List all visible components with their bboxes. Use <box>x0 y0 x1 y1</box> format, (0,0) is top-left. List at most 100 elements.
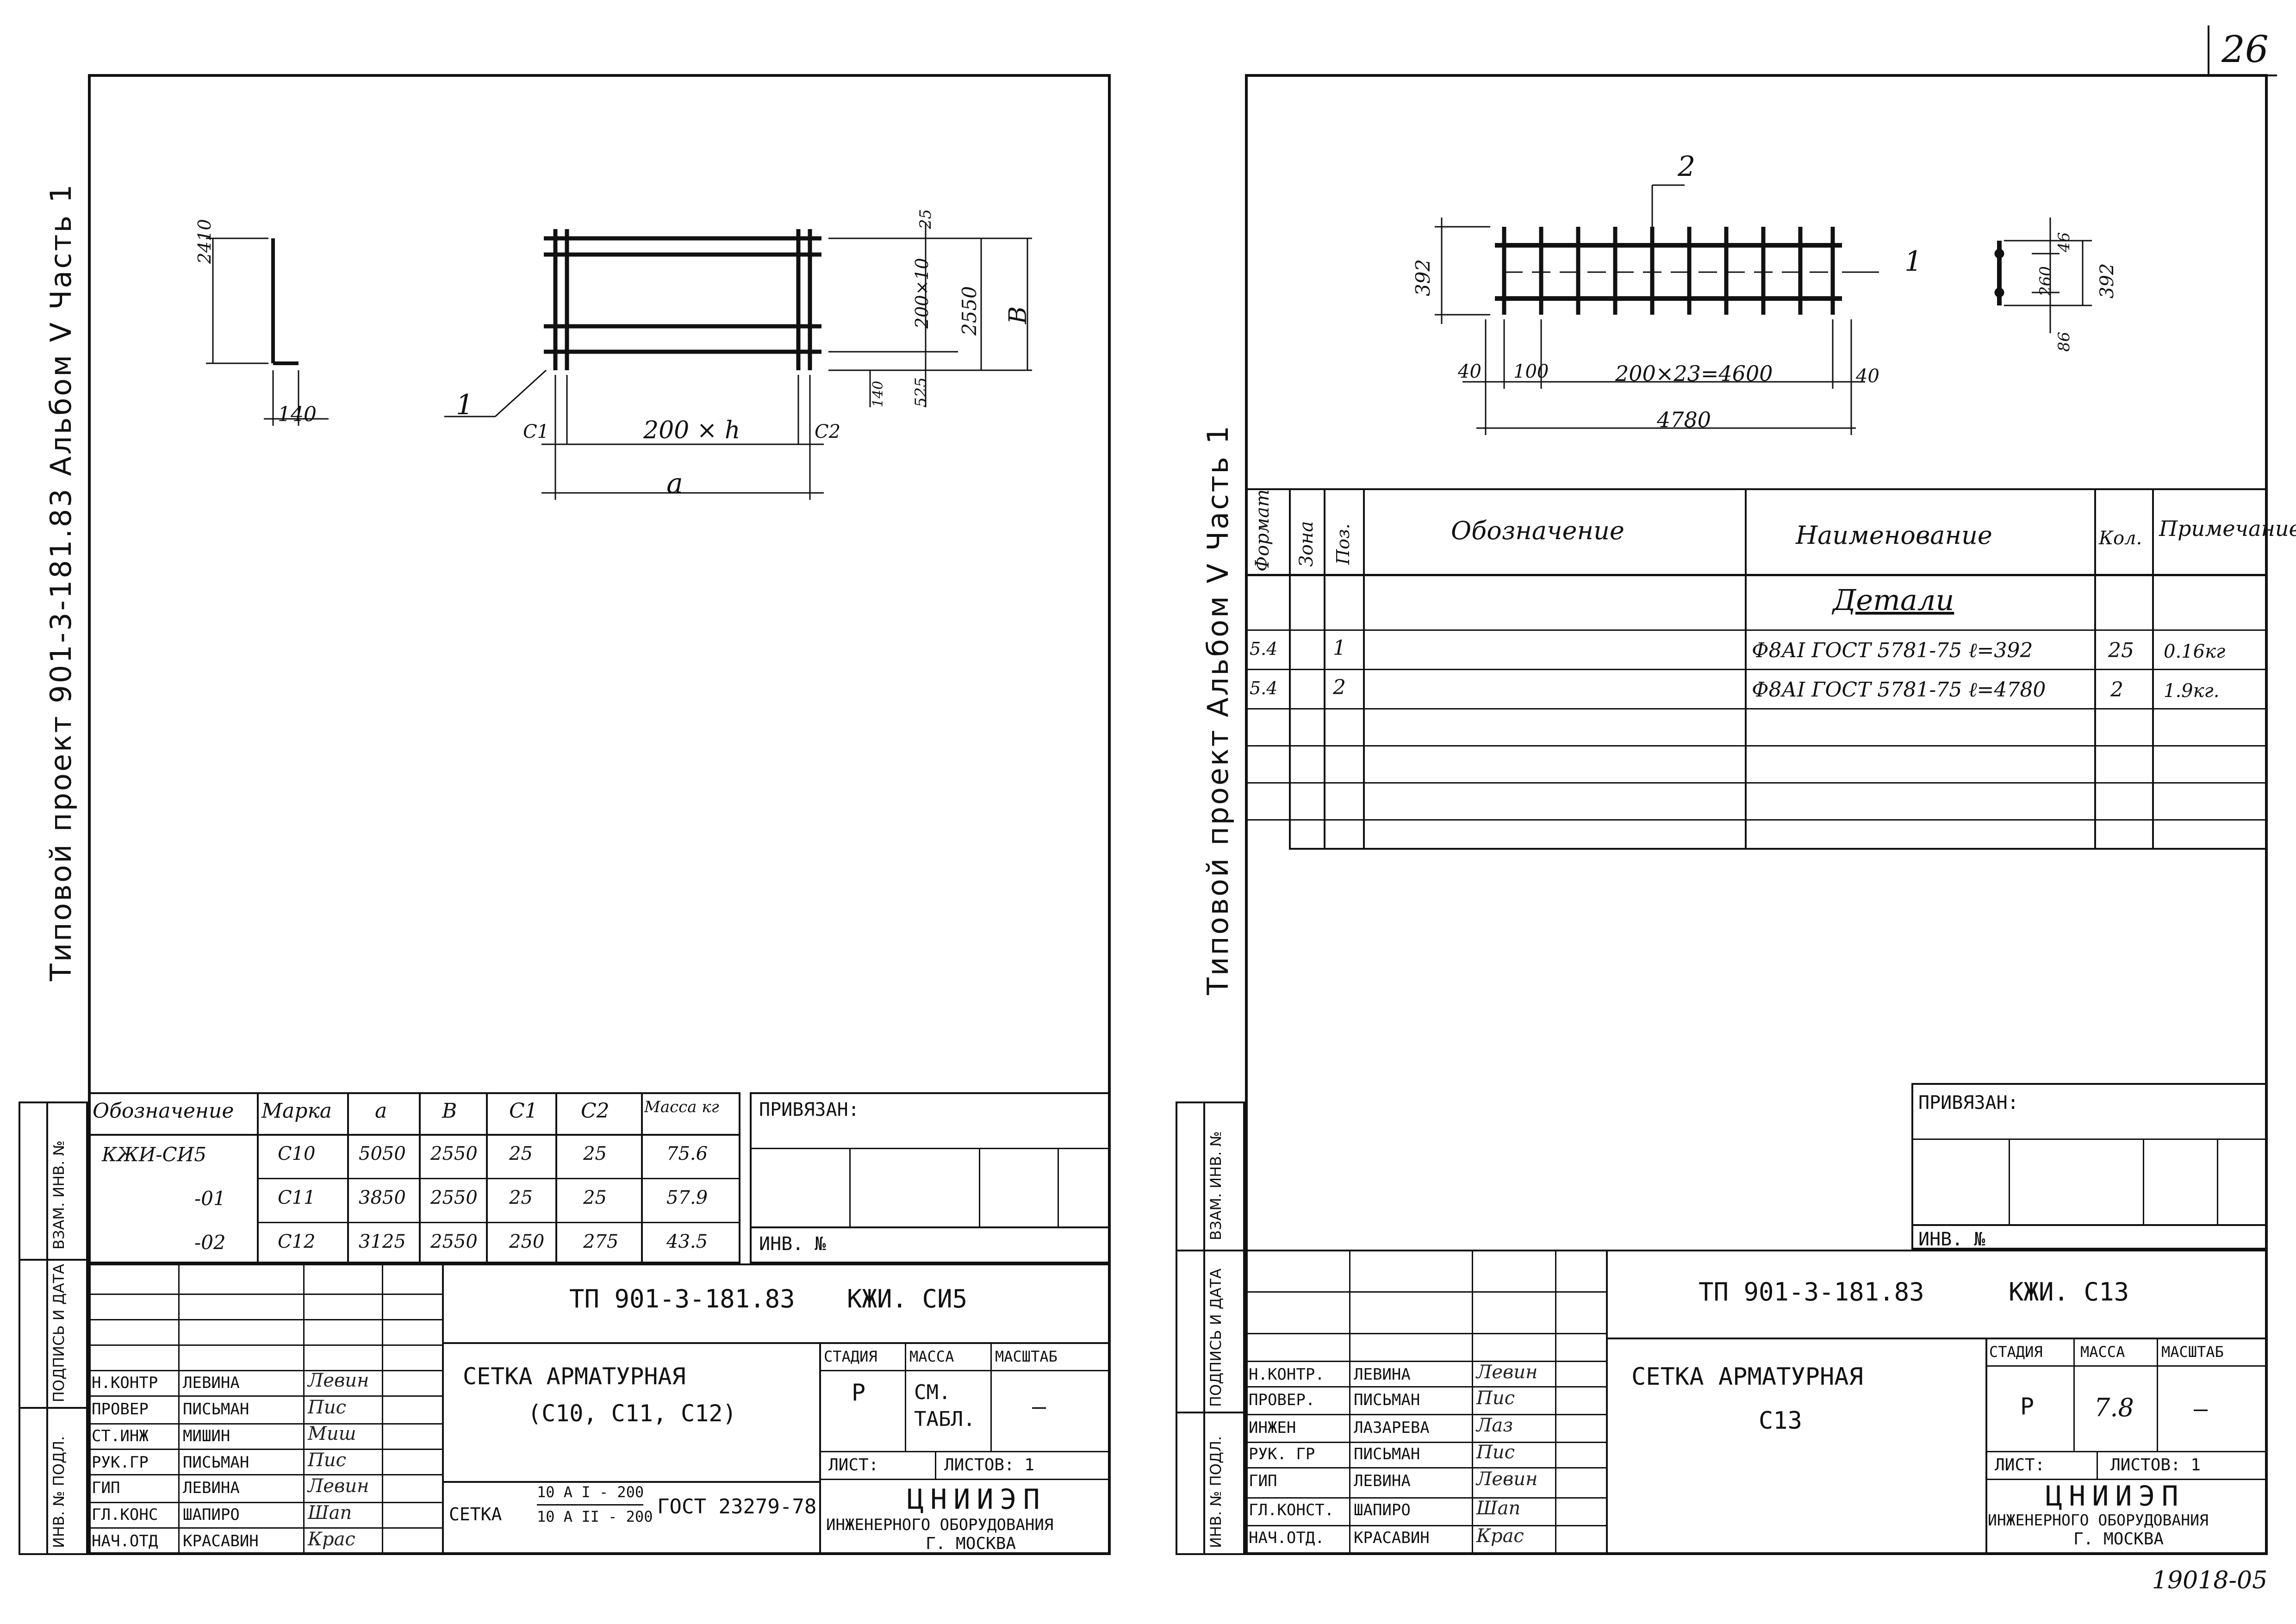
right-person-role: ПРОВЕР. <box>1249 1391 1315 1409</box>
left-dim-200x10: 200×10 <box>912 258 932 329</box>
right-org1: ЦНИИЭП <box>2046 1480 2185 1512</box>
right-privyazan-label: ПРИВЯЗАН: <box>1918 1092 2019 1114</box>
left-margin-inv: ИНВ. № ПОДЛ. <box>50 1436 68 1548</box>
left-privyazan-label: ПРИВЯЗАН: <box>759 1099 859 1120</box>
left-dim-2550: 2550 <box>958 286 981 336</box>
left-table-cell: C10 <box>278 1143 316 1164</box>
left-person-role: ПРОВЕР <box>92 1400 149 1419</box>
left-person-sign: Левин <box>308 1475 369 1497</box>
left-gost: ГОСТ 23279-78 <box>657 1495 817 1518</box>
left-dim-b: B <box>1004 306 1032 324</box>
left-table-cell: КЖИ-СИ5 <box>102 1143 206 1166</box>
right-spec-header-zone: Зона <box>1296 521 1317 567</box>
right-person-name: ПИСЬМАН <box>1354 1445 1420 1463</box>
left-dim-140: 140 <box>278 403 317 426</box>
left-setka-fraction-line <box>537 1504 643 1506</box>
left-sheets-label: ЛИСТОВ: 1 <box>944 1456 1035 1475</box>
left-person-name: ПИСЬМАН <box>183 1453 249 1472</box>
left-table-cell: 3850 <box>359 1187 406 1208</box>
left-table-cell: 75.6 <box>666 1143 708 1164</box>
right-person-role: ГЛ.КОНСТ. <box>1249 1501 1334 1519</box>
right-pos-1: 1 <box>1904 245 1923 278</box>
left-scale: — <box>1032 1393 1046 1420</box>
right-person-name: КРАСАВИН <box>1354 1529 1430 1547</box>
right-spec-section: Детали <box>1833 583 1954 617</box>
left-setka-top: 10 А I - 200 <box>537 1483 644 1501</box>
right-margin-podpis: ПОДПИСЬ И ДАТА <box>1207 1268 1225 1407</box>
right-dim-4780: 4780 <box>1657 407 1711 432</box>
left-table-cell: 25 <box>509 1187 533 1208</box>
left-person-sign: Миш <box>308 1423 356 1444</box>
right-scale: — <box>2194 1395 2208 1422</box>
right-dim-100: 100 <box>1513 361 1549 382</box>
right-person-name: ЛЕВИНА <box>1354 1365 1411 1384</box>
left-stage-header: СТАДИЯ <box>824 1348 877 1365</box>
right-drawing <box>1435 184 2092 435</box>
left-title-line1: СЕТКА АРМАТУРНАЯ <box>463 1363 686 1390</box>
right-vertical-title: Типовой проект Альбом V Часть 1 <box>1201 423 1235 995</box>
right-dim-392: 392 <box>1412 259 1434 296</box>
left-table-cell: -02 <box>194 1231 226 1254</box>
left-person-name: МИШИН <box>183 1427 230 1445</box>
left-org1: ЦНИИЭП <box>907 1483 1046 1516</box>
left-table-header-1: Марка <box>261 1099 332 1123</box>
left-inv-label: ИНВ. № <box>759 1233 826 1255</box>
right-spec-header-name: Наименование <box>1796 521 1992 550</box>
right-person-sign: Пис <box>1476 1388 1515 1409</box>
left-person-role: РУК.ГР <box>92 1453 149 1472</box>
right-person-sign: Шап <box>1476 1498 1521 1519</box>
left-table-cell: 57.9 <box>666 1187 708 1208</box>
right-person-sign: Левин <box>1476 1362 1538 1383</box>
right-spec-row-note: 1.9кг. <box>2164 680 2220 702</box>
left-margin-strip <box>19 1101 88 1555</box>
left-org2: ИНЖЕНЕРНОГО ОБОРУДОВАНИЯ <box>826 1516 1054 1534</box>
left-person-sign: Шап <box>308 1502 352 1524</box>
right-person-sign: Левин <box>1476 1468 1538 1490</box>
right-spec-row-pos: 1 <box>1333 636 1346 660</box>
right-person-name: ПИСЬМАН <box>1354 1391 1420 1409</box>
left-setka-label: СЕТКА <box>449 1504 502 1524</box>
left-table-header-3: B <box>442 1099 457 1123</box>
left-table-header-6: Масса кг <box>644 1098 719 1116</box>
right-pos-2: 2 <box>1678 150 1696 183</box>
left-dim-2410: 2410 <box>194 219 215 264</box>
right-person-name: ЛАЗАРЕВА <box>1354 1419 1430 1437</box>
left-person-role: ГИП <box>92 1479 120 1497</box>
left-title-line2: (С10, С11, С12) <box>528 1400 737 1427</box>
right-code: ТП 901-3-181.83 <box>1699 1277 1924 1307</box>
left-code: ТП 901-3-181.83 <box>569 1284 795 1313</box>
right-spec-row-name: Ф8АI ГОСТ 5781-75 ℓ=4780 <box>1752 678 2046 702</box>
right-spec-row-qty: 25 <box>2108 639 2134 662</box>
right-spec-row-format: 5.4 <box>1250 678 1278 698</box>
right-spec-row-name: Ф8АI ГОСТ 5781-75 ℓ=392 <box>1752 639 2033 662</box>
sheet-number: 26 <box>2221 28 2269 71</box>
left-person-name: ЛЕВИНА <box>183 1374 240 1392</box>
left-table-cell: -01 <box>194 1187 226 1210</box>
left-stage: Р <box>852 1379 866 1406</box>
left-scale-header: МАСШТАБ <box>995 1348 1058 1365</box>
right-dim-260: 260 <box>2036 266 2055 296</box>
left-setka-bottom: 10 А II - 200 <box>537 1508 653 1525</box>
right-margin-strip <box>1176 1101 1245 1555</box>
right-org3: Г. МОСКВА <box>2073 1530 2164 1549</box>
left-margin-divider <box>46 1101 48 1555</box>
right-org2: ИНЖЕНЕРНОГО ОБОРУДОВАНИЯ <box>1988 1511 2209 1529</box>
right-person-role: Н.КОНТР. <box>1249 1365 1325 1384</box>
left-person-name: ЛЕВИНА <box>183 1479 240 1497</box>
left-margin-podpis: ПОДПИСЬ И ДАТА <box>50 1263 68 1402</box>
right-spec-header-format: Формат <box>1252 489 1273 572</box>
right-person-role: ИНЖЕН <box>1249 1419 1296 1437</box>
left-person-sign: Крас <box>308 1529 355 1550</box>
left-table-cell: C12 <box>278 1231 316 1252</box>
left-table-header-0: Обозначение <box>93 1099 234 1123</box>
right-spec-header-note: Примечание <box>2159 516 2296 541</box>
left-person-name: ПИСЬМАН <box>183 1400 249 1419</box>
right-person-role: НАЧ.ОТД. <box>1249 1529 1325 1547</box>
right-spec-row-note: 0.16кг <box>2164 641 2226 662</box>
left-table-cell: 25 <box>583 1143 607 1164</box>
left-table-cell: 275 <box>583 1231 619 1252</box>
right-dim-40a: 40 <box>1458 361 1481 382</box>
right-spec-header-pos: Поз. <box>1333 523 1353 565</box>
right-person-name: ШАПИРО <box>1354 1501 1411 1519</box>
left-mass: СМ. ТАБЛ. <box>914 1381 976 1431</box>
